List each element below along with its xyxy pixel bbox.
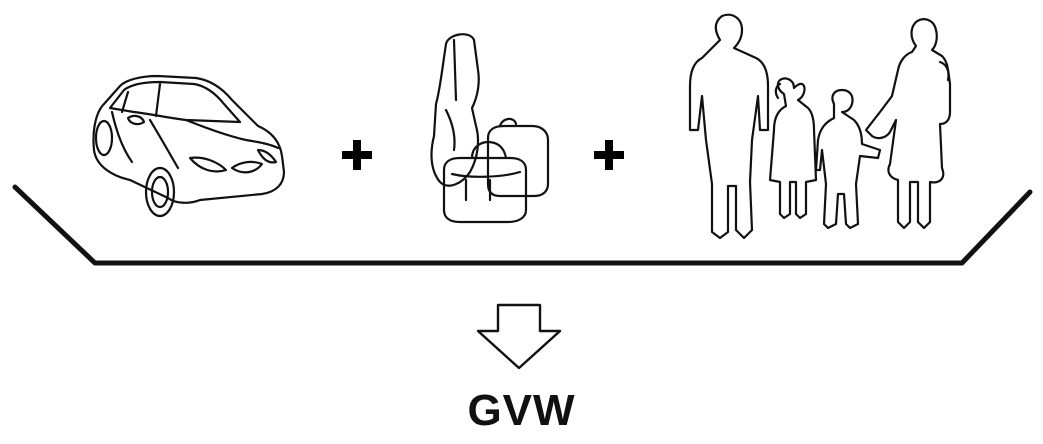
plus-sign <box>342 140 372 170</box>
gvw-label: GVW <box>467 386 576 435</box>
down-arrow-icon <box>476 303 562 370</box>
platform-line <box>12 184 1033 266</box>
plus-sign <box>594 140 624 170</box>
car-icon <box>92 74 286 218</box>
passengers-icon <box>688 13 952 240</box>
luggage-icon <box>430 33 550 224</box>
